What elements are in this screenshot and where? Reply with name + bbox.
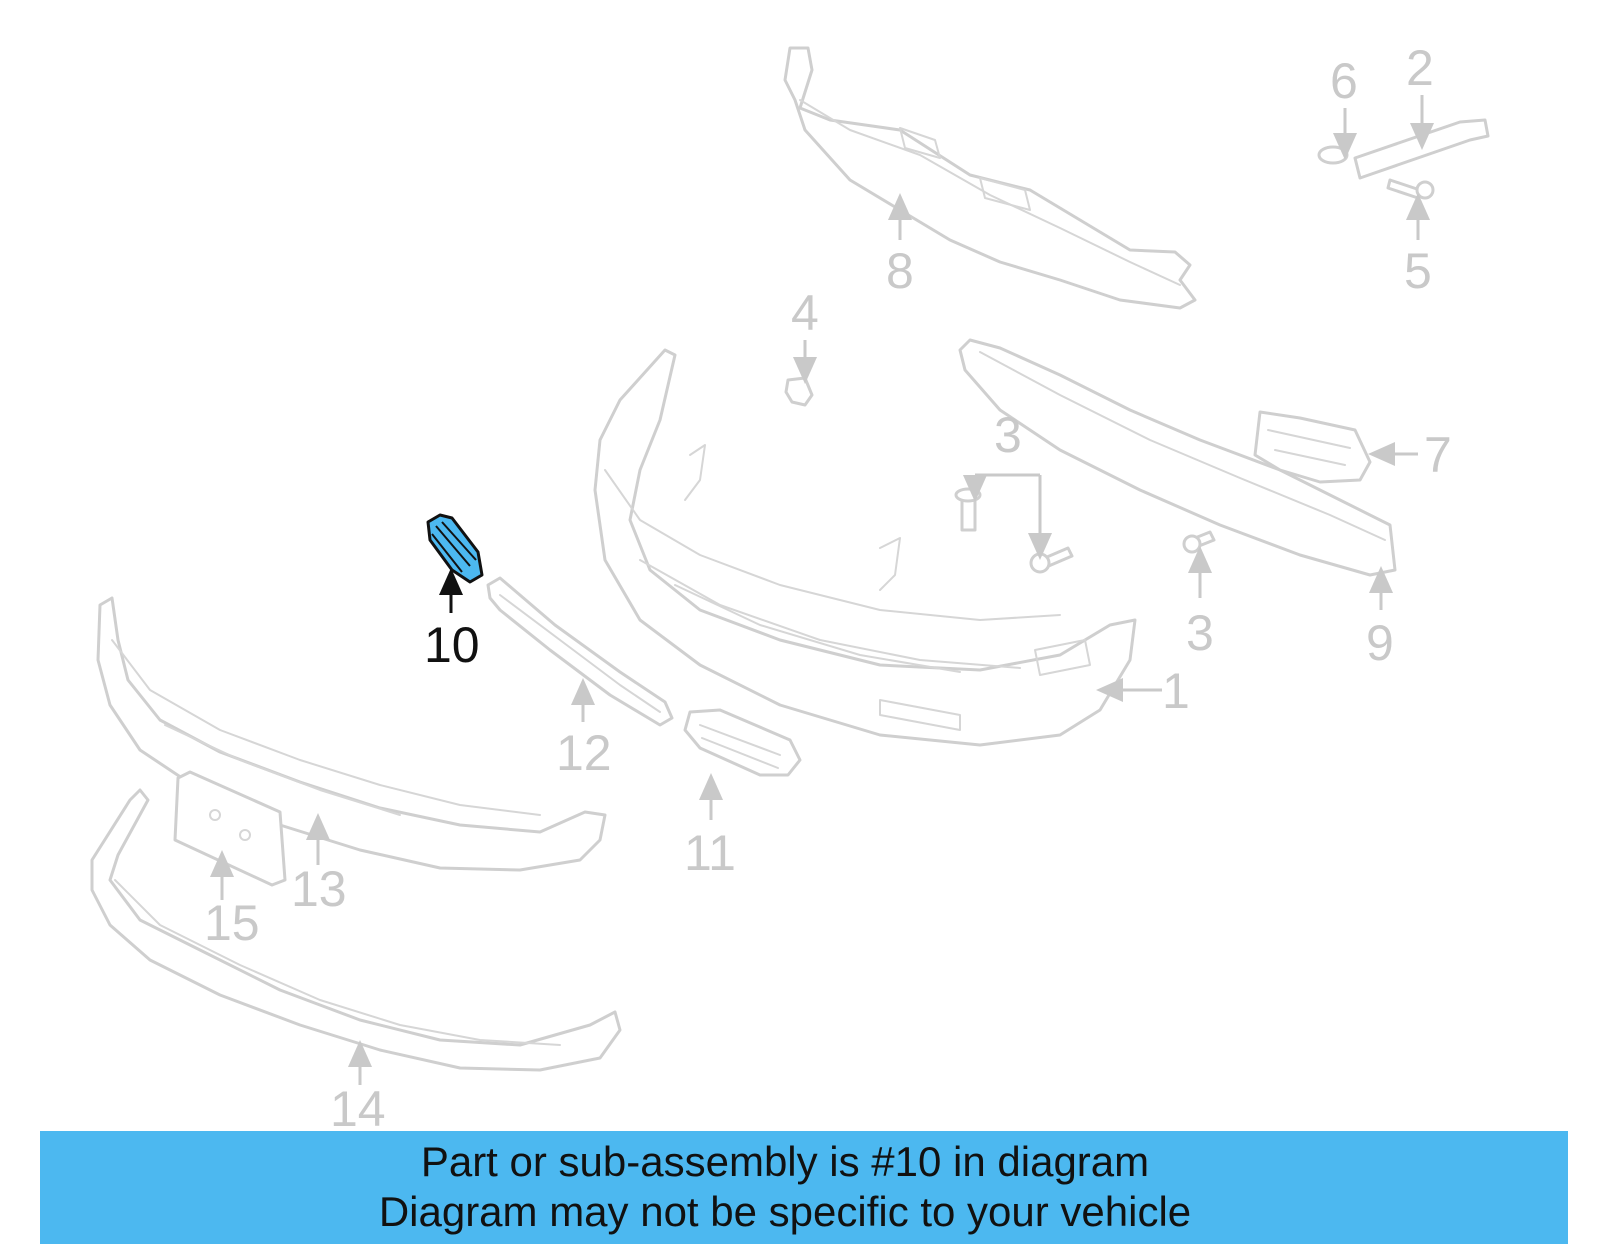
callout-11: 11 bbox=[684, 825, 736, 881]
callout-9: 9 bbox=[1366, 615, 1394, 671]
callout-labels: 1 2 3 3 4 5 6 7 8 9 10 11 12 13 14 15 bbox=[204, 40, 1452, 1137]
part-12-grille-strip bbox=[486, 576, 674, 727]
part-10-grille-insert bbox=[426, 513, 484, 584]
callout-13: 13 bbox=[291, 861, 347, 917]
callout-3-lower: 3 bbox=[1186, 605, 1214, 661]
part-3-bolt-b bbox=[1029, 546, 1074, 574]
part-11-fog-grille bbox=[683, 708, 802, 777]
part-4-nut bbox=[784, 376, 814, 407]
caption-banner: Part or sub-assembly is #10 in diagram D… bbox=[40, 1131, 1568, 1244]
part-3-bolt-c bbox=[1182, 530, 1216, 554]
part-13-spoiler bbox=[96, 596, 607, 872]
part-6-clip bbox=[1317, 145, 1349, 165]
callout-3-upper: 3 bbox=[994, 407, 1022, 463]
caption-part-number: Part or sub-assembly is #10 in diagram bbox=[420, 1138, 1150, 1185]
callout-7: 7 bbox=[1424, 427, 1452, 483]
part-3-bolt-a bbox=[954, 487, 982, 532]
callout-1: 1 bbox=[1162, 663, 1190, 719]
part-15-plate-bracket bbox=[173, 770, 287, 887]
part-5-bolt bbox=[1386, 178, 1435, 200]
part-8-impact-absorber bbox=[783, 46, 1197, 310]
part-7-bracket bbox=[1253, 410, 1372, 484]
callout-12: 12 bbox=[556, 725, 612, 781]
part-1-bumper-cover bbox=[593, 348, 1137, 747]
callout-6: 6 bbox=[1330, 53, 1358, 109]
callout-14: 14 bbox=[330, 1081, 386, 1137]
callout-15: 15 bbox=[204, 895, 260, 951]
callout-4: 4 bbox=[791, 285, 819, 341]
callout-10: 10 bbox=[424, 617, 480, 673]
callout-2: 2 bbox=[1406, 40, 1434, 96]
callout-8: 8 bbox=[886, 243, 914, 299]
callout-5: 5 bbox=[1404, 243, 1432, 299]
leader-lines bbox=[210, 95, 1434, 1085]
caption-disclaimer: Diagram may not be specific to your vehi… bbox=[378, 1188, 1192, 1235]
part-14-valance bbox=[90, 788, 622, 1072]
